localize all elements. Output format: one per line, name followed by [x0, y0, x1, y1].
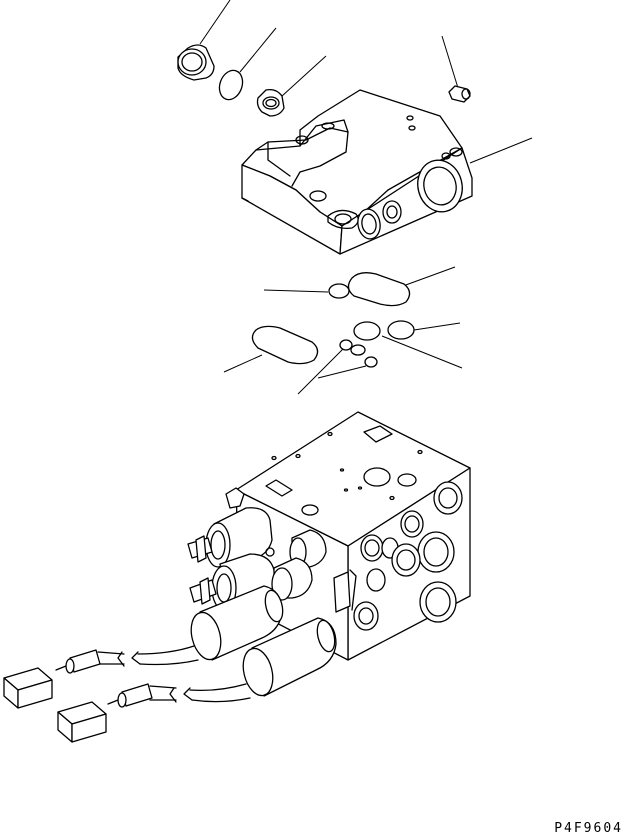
bushing: [256, 88, 285, 117]
solenoid-valve-upper: [187, 487, 273, 568]
coil-cylinder-lower: [242, 617, 337, 697]
wire-harness-lower: [107, 683, 251, 708]
cap-plug: [177, 44, 215, 81]
gaskets-and-o-rings: [251, 272, 415, 368]
upper-valve-block: [241, 89, 473, 255]
o-ring-top: [218, 69, 244, 101]
connector-box-upper: [3, 667, 53, 709]
side-fittings: [265, 529, 351, 613]
wire-harness-upper: [55, 645, 199, 674]
connector-box-lower: [57, 701, 107, 743]
drawing-code: P4F9604: [554, 821, 623, 836]
coil-cylinder-upper: [190, 585, 284, 661]
screw-plug: [448, 85, 471, 103]
leader-lines: [199, 0, 533, 395]
